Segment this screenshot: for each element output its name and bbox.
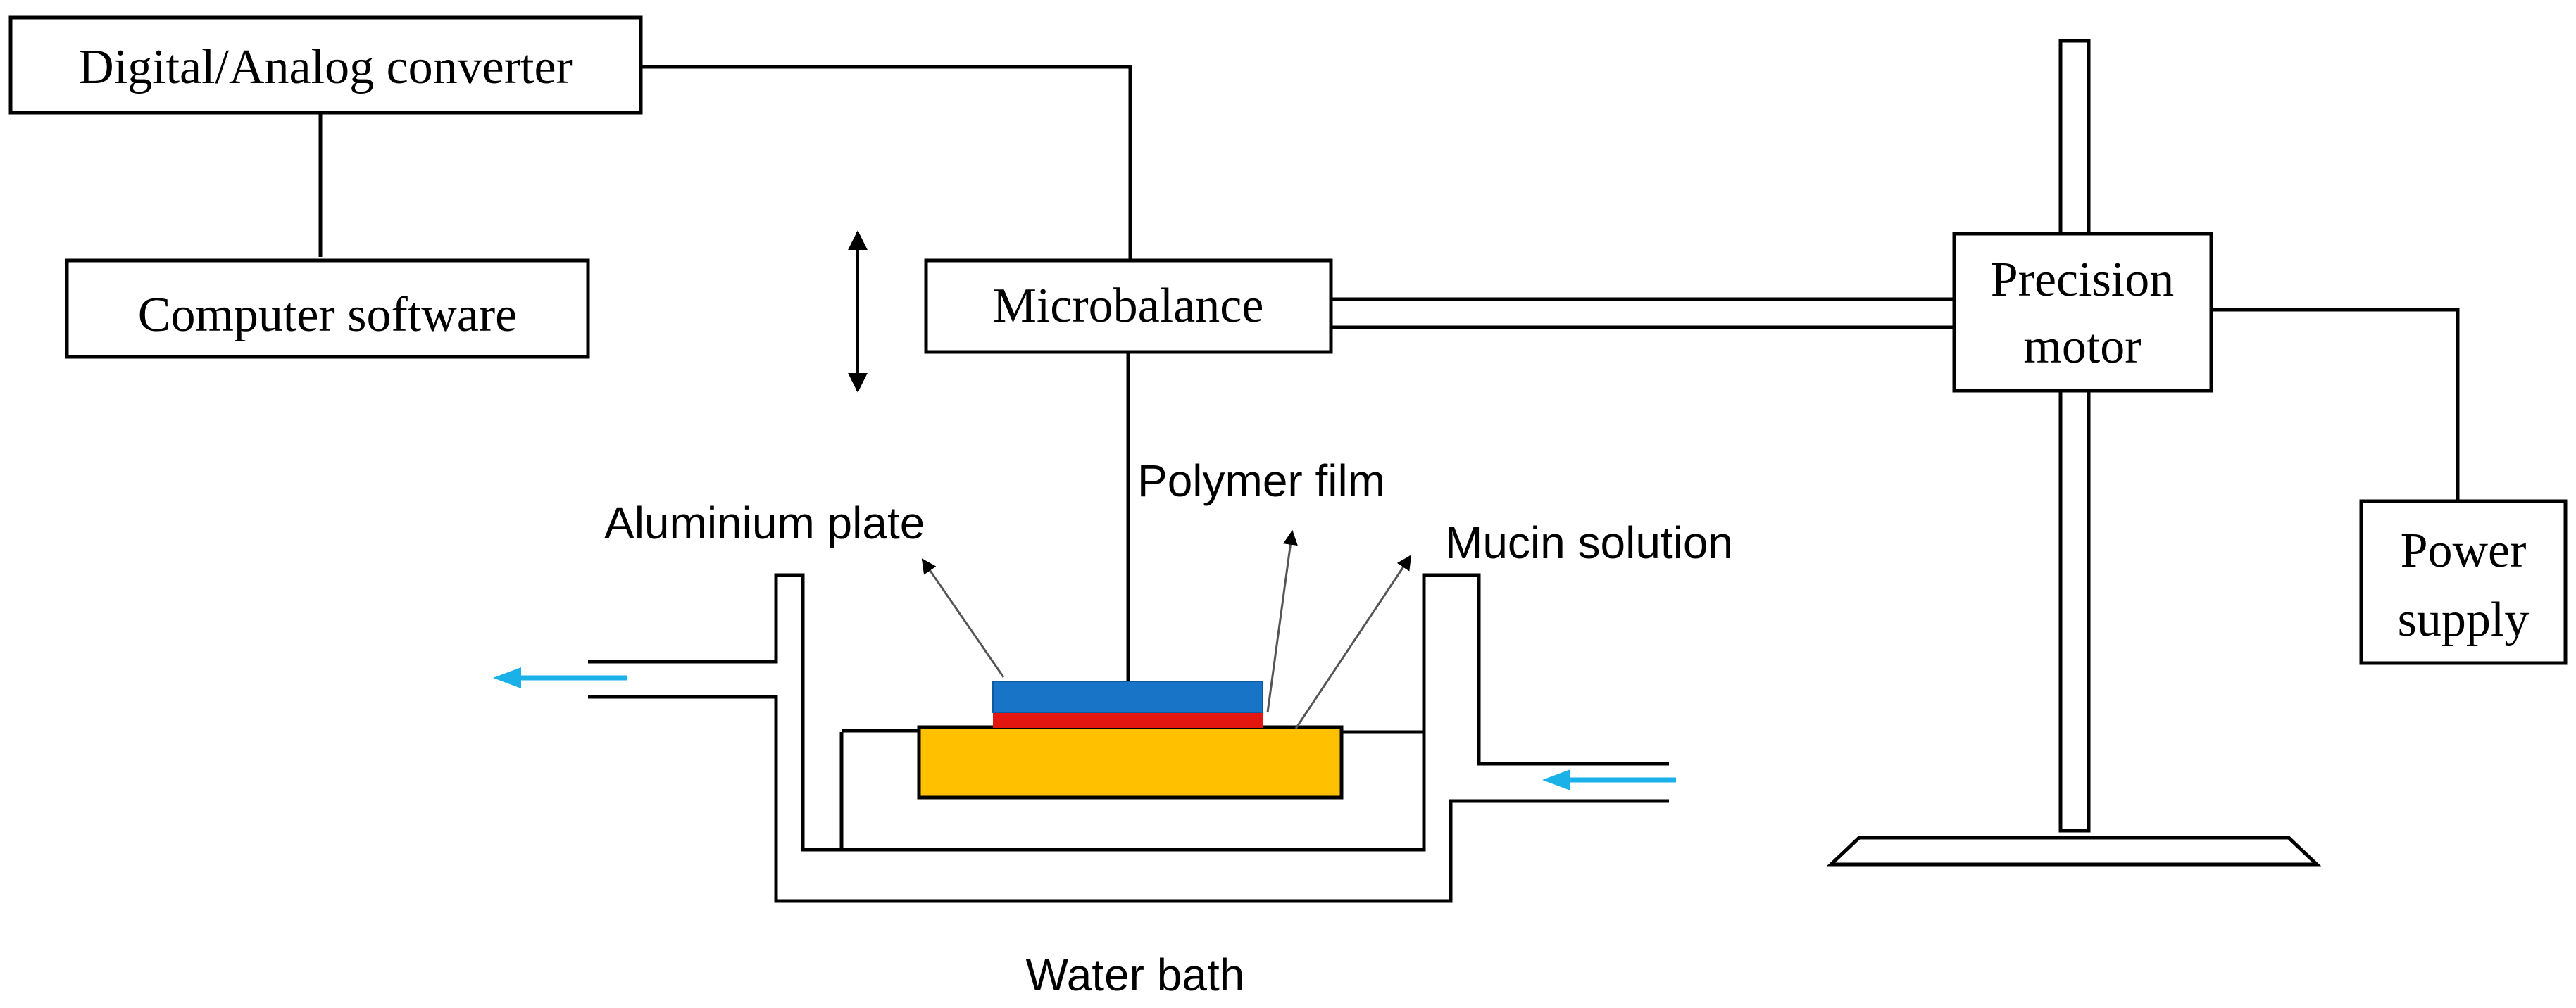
stand <box>1826 39 2322 867</box>
inner-vessel <box>839 725 1426 850</box>
power-supply-label-line2: supply <box>2398 593 2530 647</box>
inner-vessel-left-wall <box>842 729 921 799</box>
water-bath-outer-jacket-lower <box>588 695 1669 903</box>
connection-wires <box>318 65 2460 501</box>
wire-dac-to-microbalance <box>641 65 1132 260</box>
stand-pole-lower <box>2058 389 2091 833</box>
polymer-film <box>993 711 1263 728</box>
dac-label: Digital/Analog converter <box>78 40 573 94</box>
aluminium-plate <box>992 681 1263 713</box>
aluminium-plate-label: Aluminium plate <box>604 498 925 548</box>
water-flow-arrows <box>493 667 1676 790</box>
callout-leaders <box>921 529 1412 729</box>
microbalance-label: Microbalance <box>993 279 1264 333</box>
dac-box <box>8 15 643 115</box>
mucin-solution <box>917 725 1344 800</box>
stand-base <box>1826 836 2322 867</box>
water-bath-label: Water bath <box>1026 950 1245 1000</box>
leader-mucin-solution <box>1294 555 1412 729</box>
polymer-film-label: Polymer film <box>1137 455 1385 506</box>
leader-aluminium-plate <box>921 558 1005 678</box>
software-label: Computer software <box>138 288 517 342</box>
power-supply-label-line1: Power <box>2401 524 2527 578</box>
precision-motor-box <box>1952 232 2213 393</box>
precision-motor-label-line2: motor <box>2023 320 2141 374</box>
wire-motor-to-power-supply <box>2211 308 2460 501</box>
power-supply-box <box>2359 499 2568 665</box>
precision-motor-label-line1: Precision <box>1991 253 2175 307</box>
microbalance-box <box>924 258 1333 354</box>
water-bath-outer-jacket <box>588 573 1669 852</box>
stand-pole-upper <box>2058 39 2091 236</box>
mucin-solution-label: Mucin solution <box>1445 517 1733 568</box>
component-boxes <box>8 15 2568 665</box>
balance-arm <box>1331 297 1954 329</box>
software-box <box>65 258 590 359</box>
leader-polymer-film <box>1266 529 1298 713</box>
